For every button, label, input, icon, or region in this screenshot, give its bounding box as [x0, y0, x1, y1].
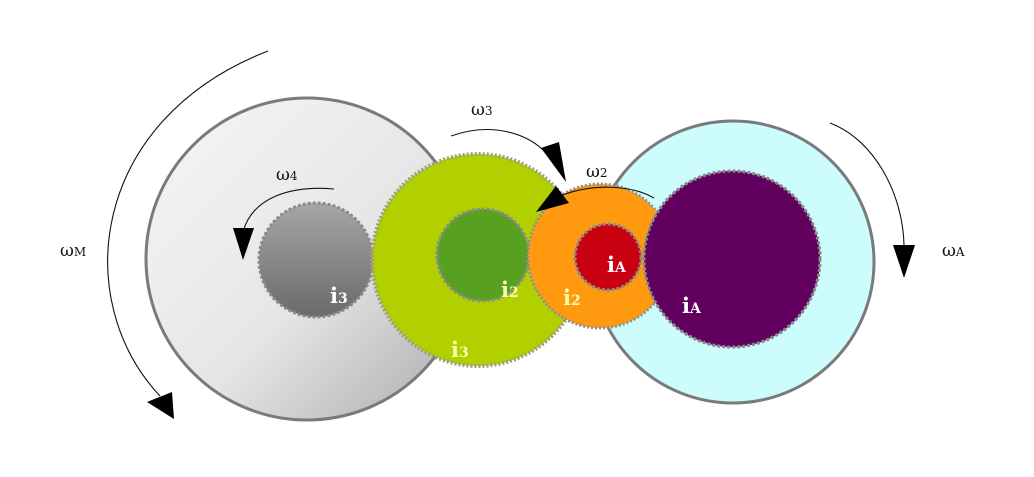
arrow-omega-4: [233, 187, 335, 260]
label-i3-inner: i3: [330, 283, 348, 308]
arrow-omega-a: [829, 122, 915, 278]
label-omega-2: ω2: [586, 162, 608, 182]
arrow-omega-2: [536, 186, 655, 212]
label-i2-outer: i2: [563, 285, 581, 310]
label-i3-outer: i3: [451, 337, 469, 362]
label-omega-4: ω4: [276, 165, 298, 185]
gear-m-pinion: [257, 201, 375, 319]
arrow-omega-m: [107, 50, 269, 419]
label-omega-m: ωM: [60, 241, 86, 261]
label-ia-outer: iA: [682, 293, 702, 318]
arrow-omega-3: [450, 129, 566, 182]
arrowhead-omega-m: [147, 392, 174, 419]
arrowhead-omega-4: [233, 228, 254, 260]
label-i2-inner: i2: [501, 277, 519, 302]
label-omega-3: ω3: [471, 100, 493, 120]
label-ia-inner: iA: [607, 252, 627, 277]
gear-2-inner: [573, 222, 643, 292]
arrowhead-omega-2: [536, 186, 569, 212]
gear-m: [144, 96, 470, 422]
arrowhead-omega-3: [541, 142, 566, 182]
arrowhead-omega-a: [893, 245, 915, 278]
gear-a-inner-overlap: [642, 169, 822, 349]
label-omega-a: ωA: [942, 241, 965, 261]
